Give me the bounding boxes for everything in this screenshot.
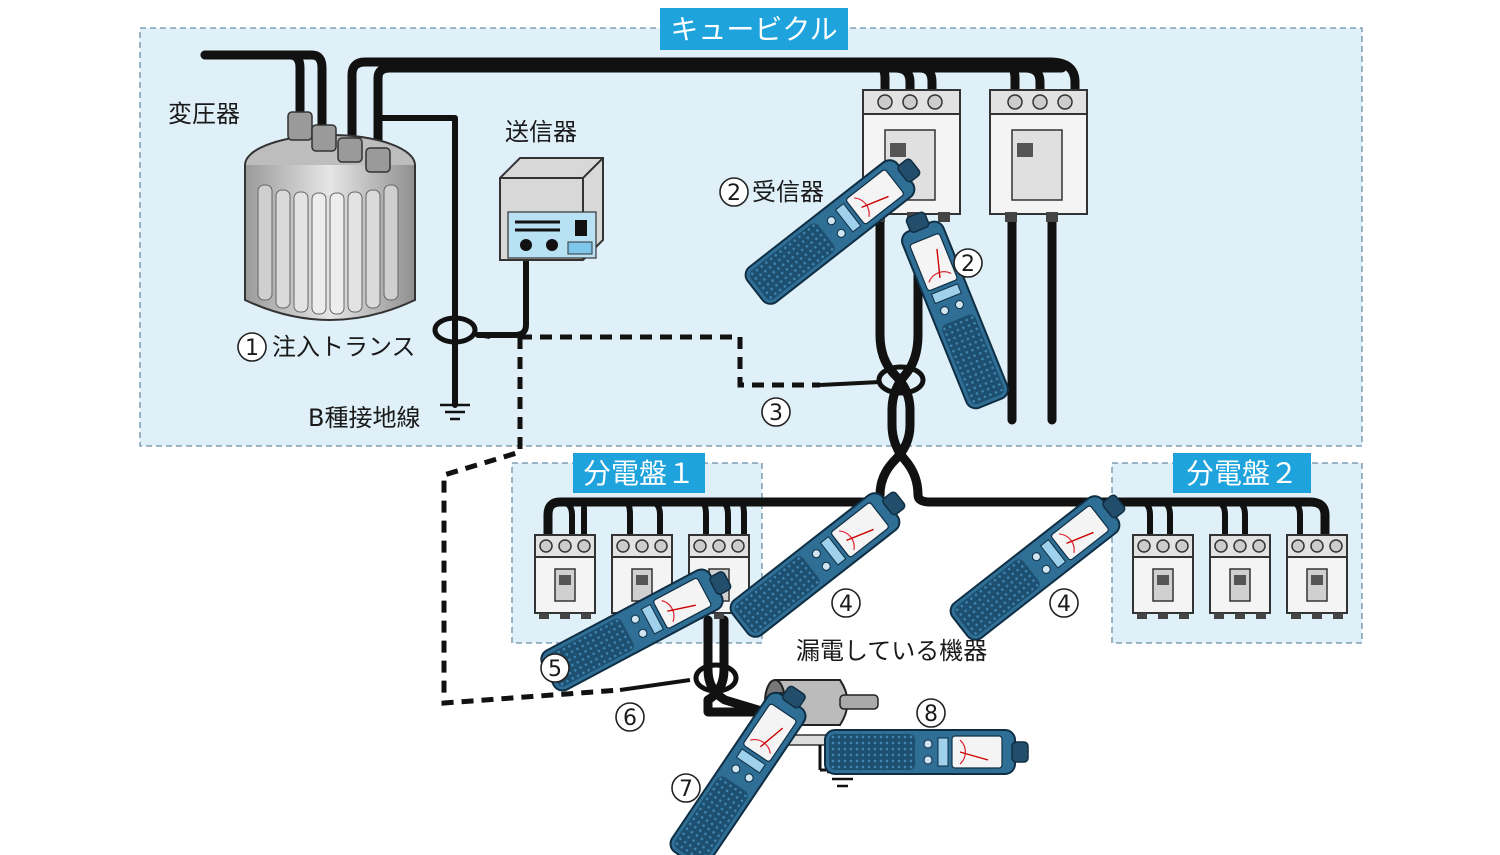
svg-text:7: 7 — [679, 777, 693, 802]
callout-5: 5 — [540, 653, 570, 683]
panel2-breaker-c — [1286, 534, 1348, 620]
svg-text:4: 4 — [1057, 592, 1071, 617]
transmitter-label: 送信器 — [505, 118, 577, 146]
svg-text:5: 5 — [548, 657, 562, 682]
equipment-label: 漏電している機器 — [796, 637, 987, 665]
callout-2: 2 受信器 — [719, 177, 824, 207]
transformer-label: 変圧器 — [168, 100, 240, 128]
panel1-wiring — [557, 499, 775, 717]
callout-3: 3 — [761, 397, 791, 427]
svg-text:2: 2 — [727, 181, 741, 206]
svg-text:キュービクル: キュービクル — [670, 13, 837, 46]
svg-text:6: 6 — [623, 706, 637, 731]
cubicle-title: キュービクル — [660, 8, 848, 50]
callout-1: 1 注入トランス — [237, 332, 416, 362]
signal-path-3 — [520, 334, 820, 388]
transmitter — [499, 157, 604, 261]
svg-text:3: 3 — [769, 401, 783, 426]
svg-text:2: 2 — [961, 252, 975, 277]
svg-text:受信器: 受信器 — [752, 178, 824, 206]
panel2-title: 分電盤２ — [1173, 453, 1311, 493]
svg-text:注入トランス: 注入トランス — [272, 333, 416, 361]
cubicle-wiring — [200, 50, 1330, 540]
callout-4b: 4 — [1049, 588, 1079, 618]
svg-text:1: 1 — [245, 336, 259, 361]
transformer — [244, 111, 416, 321]
panel1-title: 分電盤１ — [573, 453, 705, 493]
panel2-wiring — [1137, 499, 1303, 538]
svg-text:4: 4 — [839, 592, 853, 617]
callout-4a: 4 — [831, 588, 861, 618]
panel2-breaker-b — [1209, 534, 1271, 620]
signal-path-6 — [441, 337, 621, 706]
ground-symbol-b — [440, 403, 470, 421]
callout-2b: 2 — [953, 248, 983, 278]
clamp-6 — [693, 662, 739, 694]
panel2-breaker-a — [1132, 534, 1194, 620]
callout-7: 7 — [671, 773, 701, 803]
svg-text:8: 8 — [924, 702, 938, 727]
svg-text:分電盤２: 分電盤２ — [1186, 457, 1298, 490]
main-breaker-2 — [989, 89, 1088, 222]
receiver-4-b — [945, 483, 1135, 645]
receiver-8 — [824, 729, 1029, 775]
b-ground-label: B種接地線 — [308, 404, 420, 432]
svg-text:分電盤１: 分電盤１ — [583, 457, 695, 490]
panel1-breaker-a — [534, 534, 596, 620]
injection-ct — [432, 315, 478, 345]
callout-8: 8 — [916, 698, 946, 728]
clamp-3 — [876, 364, 926, 396]
callout-6: 6 — [615, 702, 645, 732]
